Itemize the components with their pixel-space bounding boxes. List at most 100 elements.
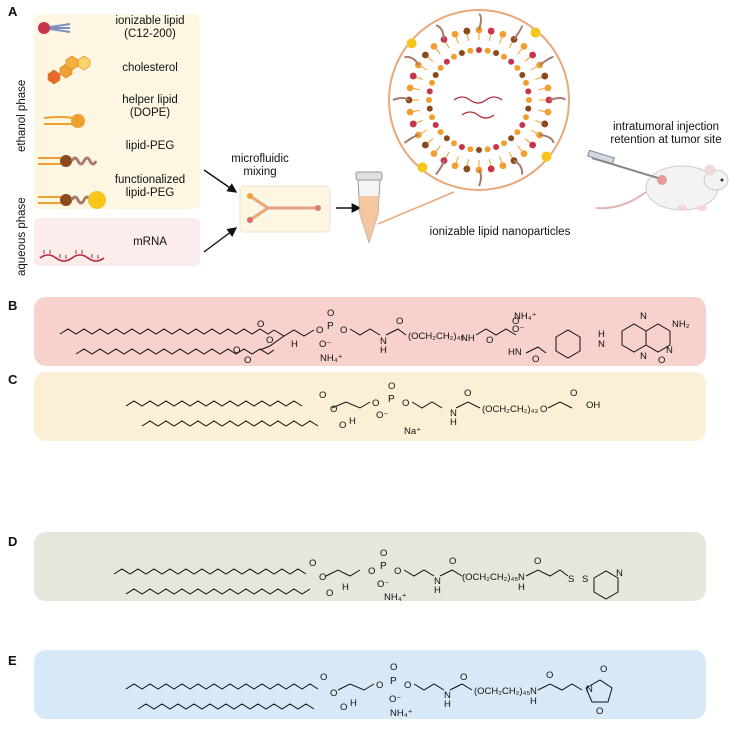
peg-chain: [403, 134, 419, 144]
svg-text:O: O: [658, 355, 665, 366]
inner-lipid-head: [451, 140, 457, 147]
outer-lipid-head: [421, 51, 429, 59]
inner-lipid-head: [525, 88, 532, 95]
outer-lipid-head: [406, 84, 414, 92]
inner-lipid-head: [451, 53, 457, 60]
svg-text:O: O: [534, 556, 541, 567]
outer-lipid-head: [487, 165, 495, 173]
svg-text:O⁻: O⁻: [319, 339, 331, 350]
cholesterol-icon: [47, 55, 91, 85]
svg-text:H: H: [434, 585, 441, 596]
panel-label-e: E: [8, 653, 17, 668]
svg-text:N: N: [530, 686, 537, 697]
peg-chain: [478, 13, 482, 31]
svg-text:O: O: [326, 588, 333, 599]
peg-chain: [548, 97, 566, 101]
svg-text:N: N: [640, 351, 647, 362]
svg-text:H: H: [518, 582, 525, 593]
svg-text:OH: OH: [586, 400, 600, 411]
svg-text:P: P: [380, 561, 387, 572]
lipid-peg-icon: [38, 155, 98, 167]
svg-text:N: N: [586, 684, 593, 695]
inner-lipid-head: [429, 114, 436, 121]
svg-text:O⁻: O⁻: [389, 694, 401, 705]
mouse-icon: [587, 150, 729, 211]
ethanol-phase-box: [34, 14, 200, 209]
svg-text:O: O: [390, 662, 397, 673]
inner-lipid-head: [432, 122, 439, 128]
outer-lipid-head: [409, 72, 417, 80]
inner-lipid-head: [508, 135, 515, 142]
svg-text:O: O: [339, 420, 346, 431]
svg-text:O: O: [540, 404, 547, 415]
outer-lipid-head: [430, 42, 438, 50]
inner-lipid-head: [426, 105, 433, 112]
svg-text:N: N: [444, 690, 451, 701]
svg-text:O: O: [546, 670, 553, 681]
svg-text:H: H: [342, 582, 349, 593]
peg-chain: [513, 24, 524, 40]
component-icons: [38, 22, 106, 262]
svg-text:N: N: [450, 408, 457, 419]
panel-label-d: D: [8, 534, 18, 549]
svg-text:H: H: [444, 699, 451, 710]
inner-lipid-head: [525, 105, 532, 112]
svg-text:O: O: [396, 316, 403, 327]
peg-chain: [539, 55, 555, 66]
outer-lipid-head: [499, 162, 507, 170]
svg-text:P: P: [388, 394, 395, 405]
svg-text:O: O: [600, 664, 607, 675]
outer-lipid-head: [541, 72, 549, 80]
outer-lipid-head: [421, 141, 429, 149]
aqueous-phase-label: aqueous phase: [16, 197, 28, 276]
inner-lipid-head: [426, 88, 433, 95]
svg-text:Na⁺: Na⁺: [404, 426, 421, 437]
helper-lipid-label: helper lipid(DOPE): [122, 94, 178, 119]
svg-text:S: S: [582, 574, 588, 585]
svg-text:N: N: [434, 576, 441, 587]
outer-lipid-head: [451, 162, 459, 170]
panel-d-structure: O O O H O P O O O⁻ NH₄⁺ N H O (OCH₂CH₂)₄…: [34, 532, 706, 601]
svg-text:N: N: [666, 345, 673, 356]
mrna-icon: [39, 250, 105, 262]
svg-text:O: O: [376, 680, 383, 691]
inner-lipid-head: [476, 147, 482, 153]
inner-lipid-head: [443, 135, 450, 142]
svg-text:O: O: [340, 325, 347, 336]
svg-text:NH₄⁺: NH₄⁺: [390, 708, 413, 719]
aqueous-phase-box: [34, 218, 200, 266]
ligand: [406, 38, 417, 49]
peg-chain: [539, 134, 555, 144]
svg-text:S: S: [568, 574, 574, 585]
zoom-lines: [377, 191, 455, 225]
peg-chain: [435, 160, 445, 176]
outer-lipid-head: [414, 131, 422, 139]
ionizable-lipid-label: ionizable lipid(C12-200): [115, 15, 185, 40]
panel-e-structure: O O O H O P O O O⁻ NH₄⁺ N H O (OCH₂CH₂)₄…: [34, 650, 706, 719]
svg-text:O: O: [486, 335, 493, 346]
svg-text:O⁻: O⁻: [512, 324, 524, 335]
svg-text:O: O: [320, 672, 327, 683]
inner-lipid-head: [519, 122, 526, 128]
svg-text:P: P: [390, 676, 397, 687]
outer-lipid-head: [430, 150, 438, 158]
inner-lipid-head: [514, 64, 521, 71]
aqueous-arrow: [203, 227, 238, 253]
svg-text:O: O: [460, 672, 467, 683]
inner-lipid-head: [426, 97, 432, 103]
outer-lipid-head: [463, 165, 471, 173]
inner-lipid-head: [522, 114, 529, 121]
outer-lipid-head: [541, 120, 549, 128]
svg-text:NH₂: NH₂: [672, 319, 690, 330]
svg-text:NH₄⁺: NH₄⁺: [384, 592, 407, 601]
outer-lipid-head: [409, 120, 417, 128]
svg-text:H: H: [380, 345, 387, 356]
svg-text:(OCH₂CH₂)₄₅: (OCH₂CH₂)₄₅: [408, 331, 464, 342]
svg-text:O: O: [372, 398, 379, 409]
svg-text:O⁻: O⁻: [376, 410, 388, 421]
svg-text:O: O: [388, 381, 395, 392]
outer-lipid-head: [440, 35, 448, 43]
inner-lipid-head: [429, 79, 436, 86]
inner-lipid-head: [493, 143, 500, 150]
